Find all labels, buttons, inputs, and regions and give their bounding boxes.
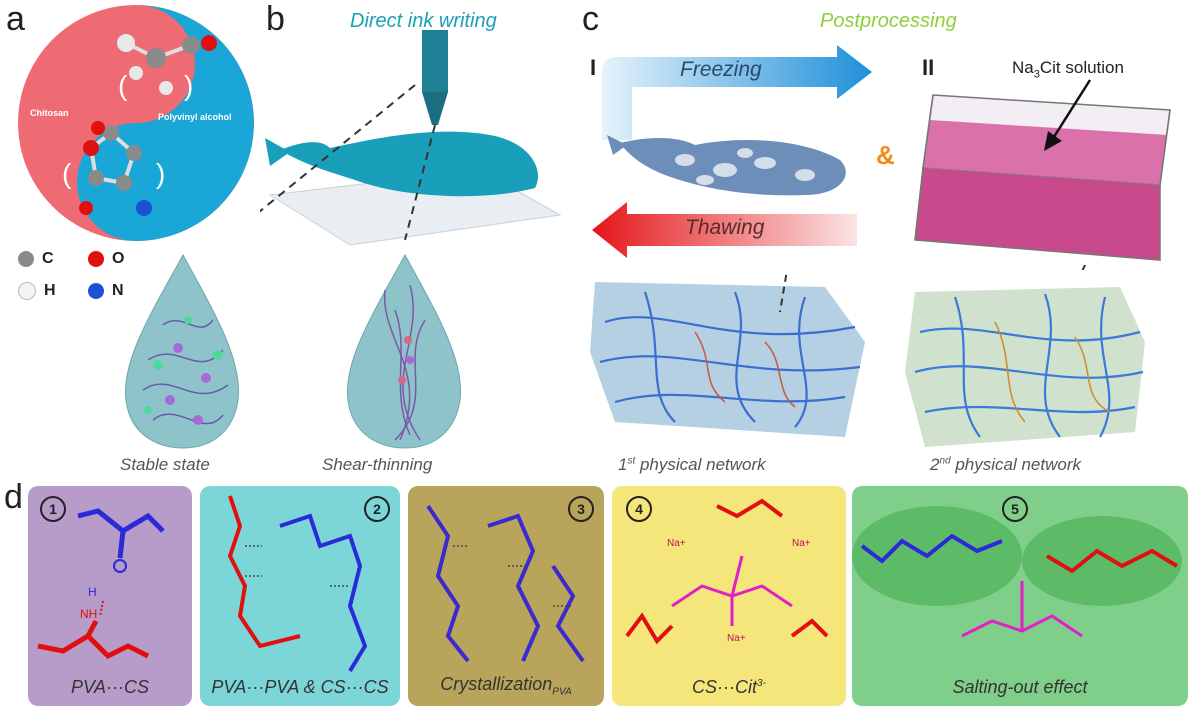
panel-label-b: b bbox=[266, 0, 285, 38]
second-physical-network bbox=[905, 287, 1145, 447]
box-number-2: 2 bbox=[364, 496, 390, 522]
caption-stable-state: Stable state bbox=[120, 455, 210, 474]
caption-shear-thinning: Shear-thinning bbox=[322, 455, 433, 474]
interaction-box-1: 1 H NH PVA···CS bbox=[28, 486, 192, 706]
svg-text:Na+: Na+ bbox=[792, 538, 811, 549]
caption-box-1: PVA···CS bbox=[70, 677, 149, 697]
solution-pointer-arrow bbox=[1044, 79, 1092, 151]
pva-pva-cs-cs-structure bbox=[227, 495, 368, 673]
interaction-box-4: 4 Na+ Na+ Na+ CS···Cit3- bbox=[612, 486, 846, 706]
panel-b-title: Direct ink writing bbox=[350, 10, 497, 32]
pva-cs-structure: H NH bbox=[37, 508, 165, 660]
svg-text:NH: NH bbox=[80, 607, 97, 621]
na3cit-solution-label: Na3Cit solution bbox=[1012, 58, 1124, 81]
caption-first-network: 1st physical network bbox=[618, 455, 766, 474]
thawing-arrow bbox=[592, 202, 857, 258]
hydrogen-dot-icon bbox=[18, 282, 36, 300]
caption-box-4: CS···Cit3- bbox=[692, 677, 766, 697]
svg-text:(: ( bbox=[62, 158, 72, 189]
svg-text:Na+: Na+ bbox=[667, 538, 686, 549]
legend-item-h: H bbox=[18, 282, 88, 300]
svg-text:H: H bbox=[88, 585, 97, 599]
stable-state-droplet bbox=[124, 253, 240, 449]
interaction-box-3: 3 CrystallizationPVA bbox=[408, 486, 604, 706]
caption-box-2: PVA···PVA & CS···CS bbox=[211, 677, 389, 697]
box-number-4: 4 bbox=[626, 496, 652, 522]
box-number-3: 3 bbox=[568, 496, 594, 522]
yin-yang-diagram: ( ) ( ) bbox=[18, 5, 254, 241]
oxygen-dot-icon bbox=[88, 251, 104, 267]
caption-second-network: 2nd physical network bbox=[930, 455, 1081, 474]
svg-text:): ) bbox=[184, 70, 193, 101]
freezing-label: Freezing bbox=[680, 58, 762, 81]
chitosan-label: Chitosan bbox=[30, 108, 69, 118]
box-number-1: 1 bbox=[40, 496, 66, 522]
printing-illustration bbox=[260, 30, 562, 246]
interaction-box-5: 5 Salting-out effect bbox=[852, 486, 1188, 706]
freezing-arrow bbox=[602, 45, 872, 140]
interaction-box-2: 2 PVA···PVA & CS···CS bbox=[200, 486, 400, 706]
legend-item-c: C bbox=[18, 250, 88, 268]
panel-label-d: d bbox=[4, 478, 23, 516]
svg-text:(: ( bbox=[118, 70, 128, 101]
frozen-whale bbox=[607, 135, 846, 196]
shear-thinning-droplet bbox=[346, 253, 462, 449]
legend-item-o: O bbox=[88, 250, 158, 268]
atom-legend: C O H N bbox=[18, 250, 158, 300]
legend-item-n: N bbox=[88, 282, 158, 300]
caption-box-5: Salting-out effect bbox=[952, 677, 1088, 697]
panel-label-c: c bbox=[582, 0, 599, 38]
pva-label: Polyvinyl alcohol bbox=[158, 112, 232, 122]
svg-text:Na+: Na+ bbox=[727, 633, 746, 644]
svg-text:): ) bbox=[156, 158, 165, 189]
nitrogen-dot-icon bbox=[88, 283, 104, 299]
thawing-label: Thawing bbox=[685, 216, 765, 239]
step-label-1: I bbox=[590, 55, 597, 80]
panel-c-title: Postprocessing bbox=[820, 10, 957, 32]
first-physical-network bbox=[590, 272, 865, 437]
salting-out-structure bbox=[852, 506, 1182, 638]
box-number-5: 5 bbox=[1002, 496, 1028, 522]
caption-box-3: CrystallizationPVA bbox=[440, 674, 572, 698]
panel-label-a: a bbox=[6, 0, 25, 38]
ampersand-symbol: & bbox=[876, 140, 895, 170]
carbon-dot-icon bbox=[18, 251, 34, 267]
pva-crystallization-structure bbox=[426, 504, 585, 663]
cs-citrate-structure: Na+ Na+ Na+ bbox=[625, 498, 829, 645]
step-label-2: II bbox=[922, 55, 935, 80]
